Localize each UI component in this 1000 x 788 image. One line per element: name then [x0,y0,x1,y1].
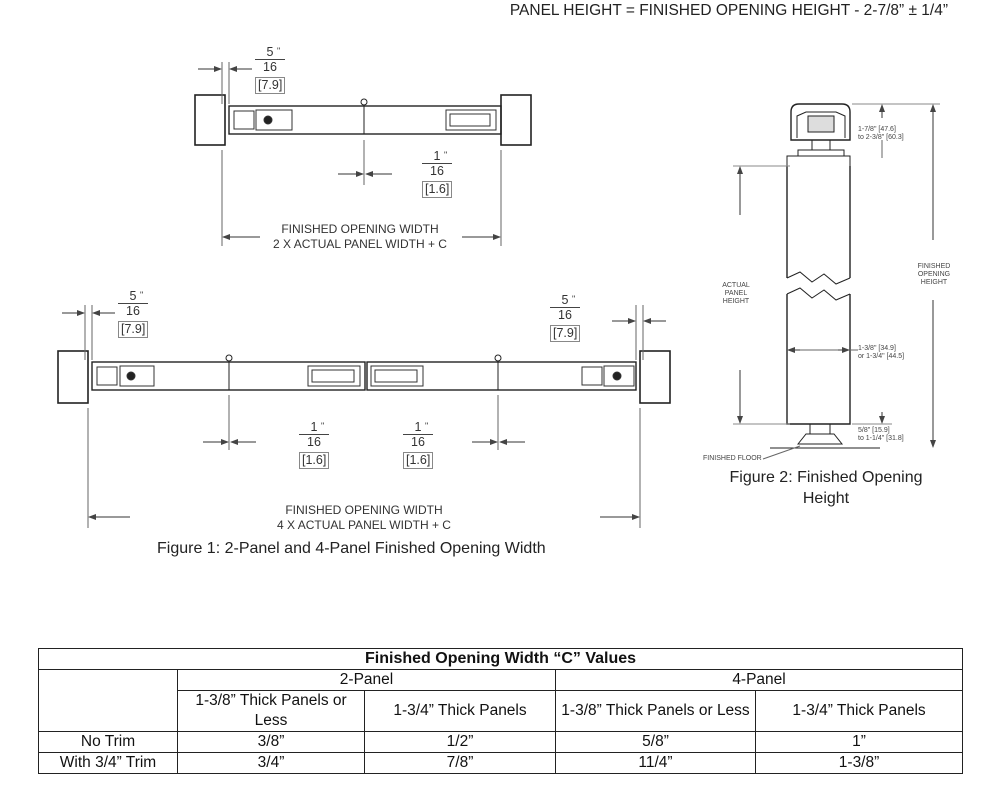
fraction-numerator: 5 [561,293,569,307]
fraction-numerator: 1 [433,149,441,163]
column-header: 1-3/8” Thick Panels or Less [177,690,365,732]
width-label-bottom: FINISHED OPENING WIDTH 4 X ACTUAL PANEL … [264,503,464,533]
metric-value: [7.9] [255,77,285,94]
fraction-denominator: 16 [550,307,580,322]
column-header: 1-3/4” Thick Panels [364,690,556,732]
metric-value: [1.6] [299,452,329,469]
gap-dimension-mid-right: 1 16 " [1.6] [403,421,433,469]
dim-top-line-2: to 2-3/8" [60.3] [858,134,904,141]
table-group-row: 2-Panel 4-Panel [38,669,964,732]
dim-mid-label: 1-3/8" [34.9] or 1-3/4" [44.5] [858,345,904,361]
table-cell: 7/8” [364,752,556,774]
fraction-numerator: 5 [266,45,274,59]
dim-bottom-label: 5/8" [15.9] to 1-1/4" [31.8] [858,427,904,443]
figure-1-caption: Figure 1: 2-Panel and 4-Panel Finished O… [157,540,546,557]
table-title-row: Finished Opening Width “C” Values [37,648,964,670]
gap-dimension-right-bottom: 5 16 " [7.9] [550,294,580,342]
fraction-numerator: 1 [414,420,422,434]
dim-bottom-line-2: to 1-1/4" [31.8] [858,435,904,442]
table-cell: 5/8” [555,731,756,753]
gap-dimension-center-top: 1 16 " [1.6] [422,150,452,198]
table-cell: 1/2” [364,731,556,753]
table-cell: 1-3/8” [754,752,964,774]
table-column-header-row: 1-3/8” Thick Panels or Less 1-3/4” Thick… [39,690,964,732]
two-panel-assembly [194,94,532,146]
row-label: With 3/4” Trim [38,752,178,774]
finished-opening-height-label: FINISHED OPENING HEIGHT [912,263,956,287]
finished-line-1: FINISHED [917,263,951,270]
metric-value: [7.9] [118,321,148,338]
fraction-numerator: 1 [310,420,318,434]
width-label-line-1: FINISHED OPENING WIDTH [281,222,439,236]
gap-dimension-mid-left: 1 16 " [1.6] [299,421,329,469]
group-4-panel: 4-Panel [554,669,964,691]
fraction-denominator: 16 [118,303,148,318]
table-cell: 3/8” [177,731,365,753]
width-label-line-2: 2 X ACTUAL PANEL WIDTH + C [273,237,447,251]
fraction-denominator: 16 [299,434,329,449]
table-row: No Trim 3/8” 1/2” 5/8” 1” [38,731,964,753]
width-label-line-2: 4 X ACTUAL PANEL WIDTH + C [277,518,451,532]
c-values-table: Finished Opening Width “C” Values 2-Pane… [37,648,964,774]
table-row: With 3/4” Trim 3/4” 7/8” 11/4” 1-3/8” [38,752,964,774]
figure-2-caption-line-1: Figure 2: Finished Opening [729,469,923,486]
finished-floor-label: FINISHED FLOOR [703,455,762,462]
metric-value: [1.6] [422,181,452,198]
dim-mid-line-1: 1-3/8" [34.9] [858,345,896,352]
gap-dimension-left-top: 5 16 " [7.9] [255,46,285,94]
width-label-line-1: FINISHED OPENING WIDTH [285,503,443,517]
panel-height-assembly [770,103,880,449]
actual-line-2: PANEL [724,290,748,297]
table-cell: 1” [754,731,964,753]
dim-mid-line-2: or 1-3/4" [44.5] [858,353,905,360]
dim-top-line-1: 1-7/8" [47.6] [858,126,896,133]
table-cell: 3/4” [177,752,365,774]
gap-dimension-left-bottom: 5 16 " [7.9] [118,290,148,338]
figure-2-caption: Figure 2: Finished Opening Height [716,467,936,509]
actual-line-1: ACTUAL [722,282,750,289]
finished-line-3: HEIGHT [920,279,948,286]
metric-value: [1.6] [403,452,433,469]
column-header: 1-3/4” Thick Panels [754,690,964,732]
four-panel-assembly [57,350,671,404]
fraction-denominator: 16 [403,434,433,449]
panel-height-formula: PANEL HEIGHT = FINISHED OPENING HEIGHT -… [509,2,948,19]
row-label: No Trim [38,731,178,753]
fraction-denominator: 16 [255,59,285,74]
dim-bottom-line-1: 5/8" [15.9] [858,427,890,434]
dim-top-label: 1-7/8" [47.6] to 2-3/8" [60.3] [858,126,904,142]
table-title: Finished Opening Width “C” Values [37,648,964,670]
fraction-numerator: 5 [129,289,137,303]
finished-line-2: OPENING [917,271,951,278]
actual-line-3: HEIGHT [722,298,750,305]
fraction-denominator: 16 [422,163,452,178]
figure-2-caption-line-2: Height [802,490,850,507]
table-cell: 11/4” [555,752,756,774]
width-label-top: FINISHED OPENING WIDTH 2 X ACTUAL PANEL … [260,222,460,252]
actual-panel-height-label: ACTUAL PANEL HEIGHT [716,282,756,306]
empty-corner-cell [38,669,178,732]
column-header: 1-3/8” Thick Panels or Less [555,690,756,732]
group-2-panel: 2-Panel [177,669,556,691]
metric-value: [7.9] [550,325,580,342]
